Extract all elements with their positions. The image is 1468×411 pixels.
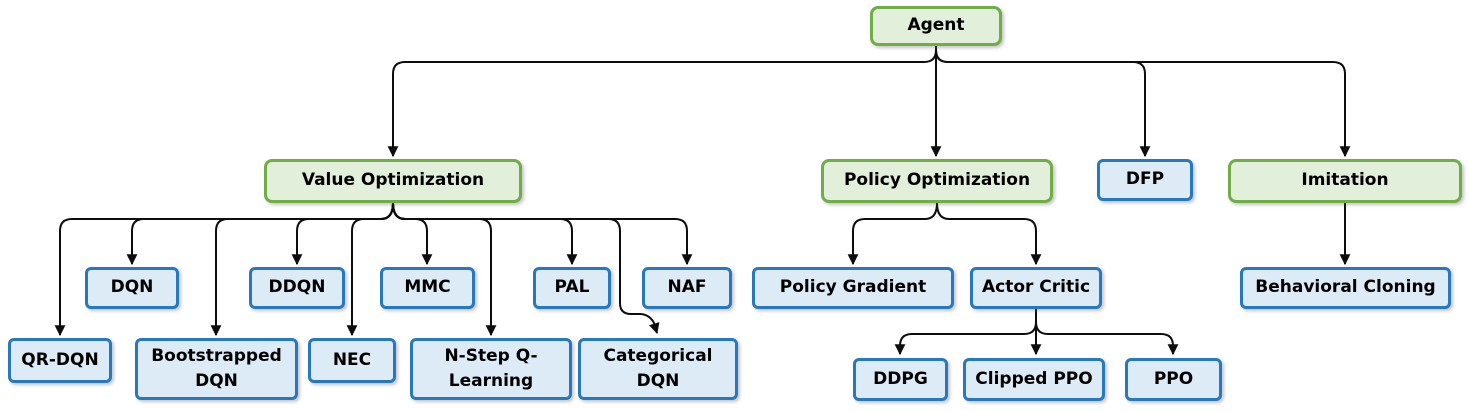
node-bootstrapped-dqn-label: Bootstrapped DQN [151,345,282,392]
node-ppo: PPO [1125,358,1222,401]
edge-actor-critic-ppo [1035,309,1179,356]
node-clipped-ppo-label: Clipped PPO [975,368,1093,389]
node-value-optimization-label: Value Optimization [301,170,485,191]
node-agent: Agent [870,6,1002,46]
edge-agent-imitation [935,49,1351,158]
node-categorical-dqn-label: Categorical DQN [603,345,713,392]
node-actor-critic-label: Actor Critic [981,277,1091,298]
edge-value-optimization-naf [392,202,693,266]
node-ddpg-label: DDPG [873,368,928,389]
edge-value-optimization-dqn [126,202,394,266]
node-behavioral-cloning: Behavioral Cloning [1240,267,1451,309]
node-ddqn: DDQN [249,267,345,309]
node-ddpg: DDPG [853,358,948,401]
node-nec-label: NEC [332,349,372,370]
edge-agent-dfp [935,49,1151,158]
edge-agent-value-optimization [387,49,937,158]
node-policy-optimization: Policy Optimization [821,159,1053,203]
node-ddqn-label: DDQN [268,277,326,298]
node-categorical-dqn: Categorical DQN [578,338,738,400]
node-imitation: Imitation [1228,159,1462,203]
node-behavioral-cloning-label: Behavioral Cloning [1255,277,1436,298]
node-qr-dqn-label: QR-DQN [21,349,99,370]
node-policy-gradient-label: Policy Gradient [779,277,927,298]
edge-value-optimization-mmc [392,202,433,266]
node-imitation-label: Imitation [1301,170,1389,191]
node-ppo-label: PPO [1153,368,1194,389]
node-dqn: DQN [85,267,179,309]
node-dfp-label: DFP [1125,169,1165,190]
node-nec: NEC [308,338,396,383]
node-policy-optimization-label: Policy Optimization [843,170,1031,191]
edge-policy-optimization-policy-gradient [847,202,938,266]
edge-actor-critic-ddpg [894,309,1037,356]
node-dqn-label: DQN [110,277,154,298]
edge-value-optimization-pal [392,202,578,266]
edge-policy-optimization-actor-critic [936,202,1042,266]
node-value-optimization: Value Optimization [264,159,522,203]
node-clipped-ppo: Clipped PPO [963,358,1105,401]
node-dfp: DFP [1097,159,1193,201]
node-naf-label: NAF [667,277,707,298]
node-pal: PAL [533,267,611,309]
edge-value-optimization-ddqn [291,202,394,266]
node-pal-label: PAL [554,277,590,298]
edge-value-optimization-nec [346,202,394,337]
node-naf: NAF [642,267,732,309]
node-mmc-label: MMC [404,277,451,298]
node-n-step-q-learning-label: N-Step Q-Learning [444,345,538,392]
node-qr-dqn: QR-DQN [8,338,112,383]
node-bootstrapped-dqn: Bootstrapped DQN [135,338,298,400]
node-mmc: MMC [380,267,475,309]
node-policy-gradient: Policy Gradient [752,267,954,309]
node-agent-label: Agent [907,15,965,36]
node-actor-critic: Actor Critic [970,267,1102,309]
node-n-step-q-learning: N-Step Q-Learning [410,338,572,400]
